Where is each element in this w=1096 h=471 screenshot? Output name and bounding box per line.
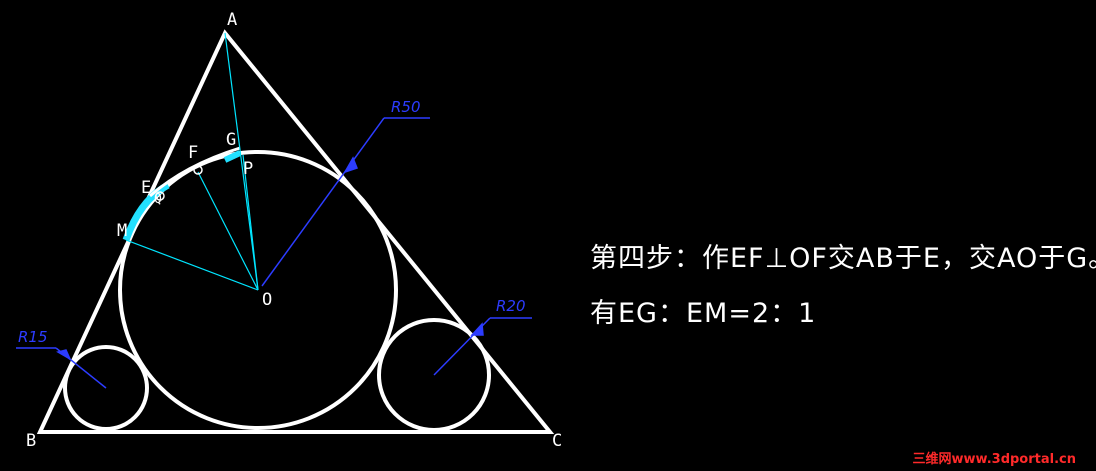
- marker-e: [155, 191, 165, 201]
- label-b: B: [26, 431, 36, 451]
- arrow-r50: [343, 156, 358, 174]
- marker-q: [193, 165, 203, 175]
- label-p: P: [243, 159, 253, 179]
- label-m: M: [117, 221, 127, 241]
- label-g: G: [226, 130, 236, 150]
- dim-label-r20: R20: [496, 297, 526, 315]
- leader-r50: [261, 117, 385, 287]
- step-text-line2: 有EG：EM=2：1: [590, 298, 817, 329]
- label-e: E: [141, 178, 151, 198]
- line-o-p: [242, 154, 259, 291]
- highlight-arc-em: [122, 181, 170, 242]
- highlight-arc-gp: [223, 150, 242, 163]
- dim-label-r50: R50: [391, 98, 421, 116]
- label-c: C: [552, 431, 562, 451]
- circle-r20: [377, 318, 491, 432]
- line-o-m: [125, 239, 259, 291]
- dim-label-r15: R15: [18, 328, 48, 346]
- arrow-r15: [56, 349, 72, 361]
- label-o: O: [262, 290, 272, 310]
- label-a: A: [227, 10, 237, 30]
- label-q: Q: [154, 192, 162, 207]
- line-a-o: [224, 32, 259, 291]
- label-f: F: [188, 143, 198, 163]
- arc-eg: [149, 146, 241, 198]
- circle-r50: [118, 150, 398, 430]
- line-o-f: [197, 171, 259, 291]
- arrow-r20: [470, 322, 484, 336]
- step-text-line1: 第四步：作EF⊥OF交AB于E，交AO于G。则: [590, 243, 1096, 274]
- watermark: 三维网www.3dportal.cn: [912, 452, 1076, 467]
- circle-r15: [63, 345, 149, 431]
